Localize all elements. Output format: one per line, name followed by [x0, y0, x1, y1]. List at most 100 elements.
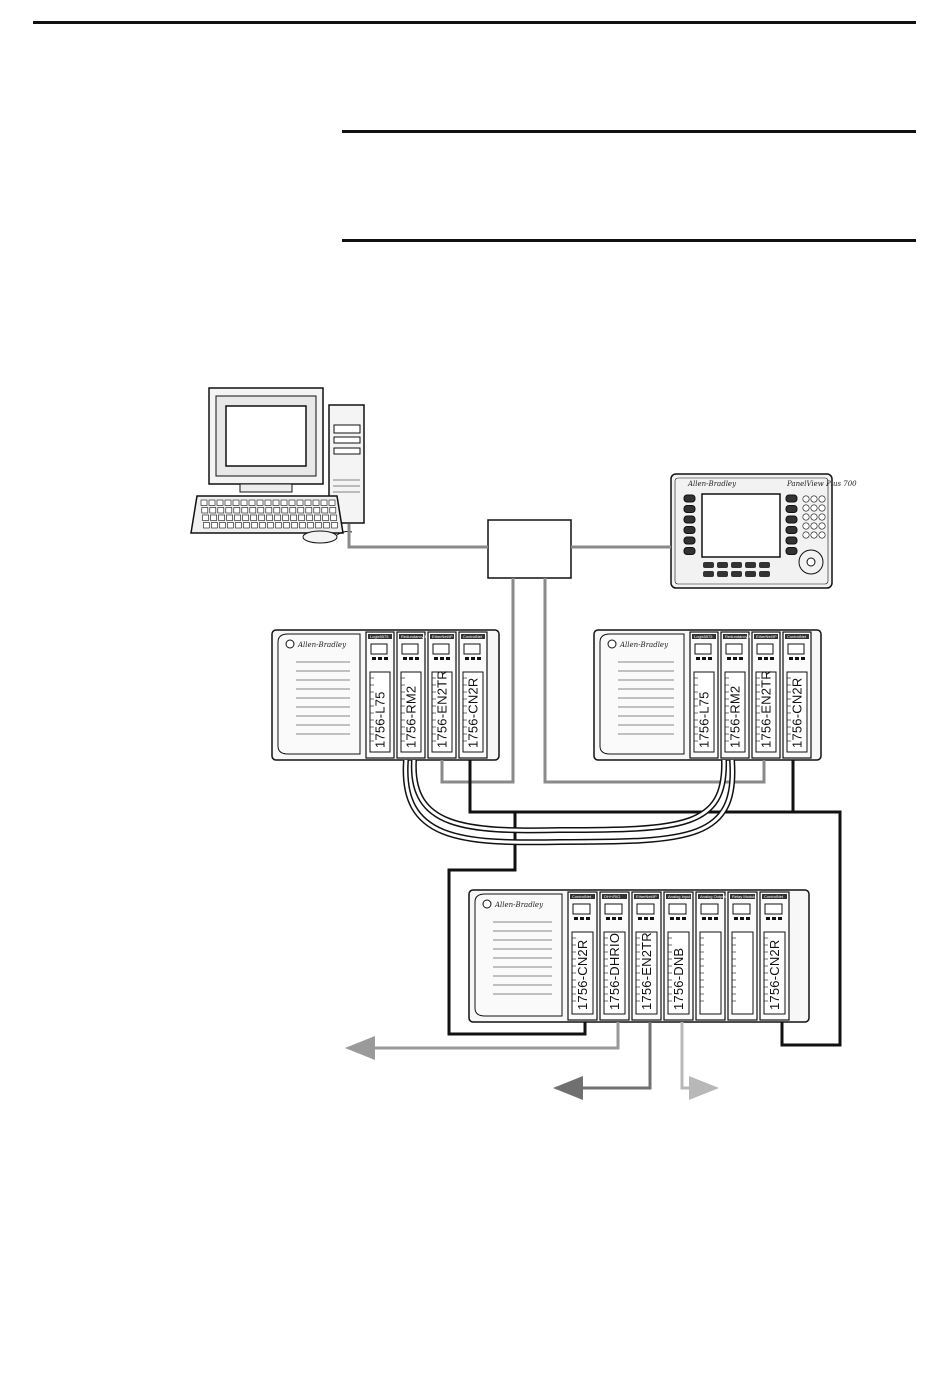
- keyboard-key: [290, 514, 297, 521]
- keyboard-key: [313, 507, 321, 514]
- module-header-strip: [461, 634, 485, 639]
- power-supply: [474, 893, 563, 1017]
- keyboard-key: [203, 522, 210, 529]
- status-led: [795, 657, 799, 660]
- keyboard-key: [224, 499, 232, 506]
- status-led: [384, 657, 388, 660]
- status-led: [702, 917, 706, 920]
- keyboard-key: [257, 507, 265, 514]
- keyboard-key: [291, 522, 298, 529]
- keyboard-key: [250, 514, 257, 521]
- keyboard-key: [209, 507, 217, 514]
- status-led: [650, 917, 654, 920]
- module-header-label: Analog Input: [668, 894, 691, 899]
- module-header-label: ControlNet: [787, 634, 807, 639]
- redundancy-fiber-cable: [402, 759, 736, 846]
- hmi-key: [818, 531, 826, 539]
- status-led: [580, 917, 584, 920]
- header-rule: [33, 21, 916, 24]
- keyboard-key: [243, 522, 250, 529]
- keyboard-key: [217, 507, 225, 514]
- hmi-terminal: Allen-Bradley PanelView Plus 700: [670, 473, 857, 589]
- keyboard-key: [330, 514, 337, 521]
- module-faceplate: [431, 671, 453, 753]
- module-header-strip: [754, 634, 778, 639]
- status-led: [638, 917, 642, 920]
- power-supply: [277, 633, 361, 755]
- module-faceplate: [400, 671, 422, 753]
- module-display: [668, 903, 687, 915]
- keyboard-key: [298, 514, 305, 521]
- keyboard-key: [200, 499, 208, 506]
- status-led: [696, 657, 700, 660]
- module-display: [700, 903, 719, 915]
- keyboard-key: [265, 507, 273, 514]
- ethernet-cable-top-left: [440, 578, 515, 784]
- hmi-key: [683, 547, 696, 555]
- status-led: [682, 917, 686, 920]
- keyboard-key: [281, 507, 289, 514]
- keyboard-key: [297, 507, 305, 514]
- keyboard-key: [328, 499, 336, 506]
- status-led: [734, 917, 738, 920]
- hmi-key: [802, 513, 810, 521]
- chassis-brand-label: Allen-Bradley: [297, 641, 347, 649]
- hmi-key: [745, 571, 756, 577]
- module-catalog-label: 1756-CN2R: [575, 940, 590, 1010]
- hmi-key: [810, 495, 818, 503]
- keyboard-key: [259, 522, 266, 529]
- status-led: [764, 657, 768, 660]
- status-led: [574, 917, 578, 920]
- module-header-label: EtherNet/IP: [636, 894, 657, 899]
- hmi-key: [785, 515, 798, 524]
- module-faceplate: [693, 671, 715, 753]
- hmi-key: [759, 562, 770, 568]
- keyboard-key: [299, 522, 306, 529]
- ethernet-link-arrow: [553, 1022, 652, 1100]
- status-led: [409, 657, 413, 660]
- keyboard-key: [307, 522, 314, 529]
- status-led: [415, 657, 419, 660]
- hmi-key: [785, 526, 798, 534]
- keyboard-key: [219, 522, 226, 529]
- chassis-brand-label: Allen-Bradley: [494, 901, 544, 909]
- module-catalog-label: 1756-CN2R: [466, 678, 481, 748]
- keyboard-key: [210, 514, 217, 521]
- ab-logo: [607, 639, 617, 649]
- module-catalog-label: 1756-L75: [697, 691, 712, 748]
- hmi-key: [802, 522, 810, 530]
- keyboard-key: [218, 514, 225, 521]
- module-display: [463, 643, 481, 655]
- hmi-key: [818, 522, 826, 530]
- controlnet-drop-bottom: [447, 812, 587, 1036]
- module-display: [694, 643, 712, 655]
- keyboard-key: [304, 499, 312, 506]
- module-header-label: ControlNet: [764, 894, 784, 899]
- module-faceplate: [755, 671, 777, 753]
- keyboard-key: [201, 507, 209, 514]
- status-led: [644, 917, 648, 920]
- module-header-strip: [430, 634, 454, 639]
- module-display: [370, 643, 388, 655]
- keyboard-key: [208, 499, 216, 506]
- controlnet-trunk: [468, 760, 842, 1047]
- keyboard-key: [267, 522, 274, 529]
- module-header-strip: [692, 634, 716, 639]
- module-display: [401, 643, 419, 655]
- keyboard-key: [251, 522, 258, 529]
- ethernet-cables: [347, 524, 766, 784]
- chassis-bottom: Allen-BradleyControlNet1756-CN2RDH+/RIO1…: [468, 889, 810, 1023]
- status-led: [739, 657, 743, 660]
- module-display: [732, 903, 751, 915]
- module-header-label: Relay Module: [732, 894, 757, 899]
- hmi-key: [717, 571, 728, 577]
- hmi-screen: [701, 493, 781, 558]
- keyboard-key: [331, 522, 338, 529]
- hmi-keypad: [683, 494, 826, 577]
- hmi-key: [683, 494, 696, 503]
- module-catalog-label: 1756-CN2R: [767, 940, 782, 1010]
- module-display: [764, 903, 783, 915]
- status-led: [801, 657, 805, 660]
- module-faceplate: [369, 671, 391, 753]
